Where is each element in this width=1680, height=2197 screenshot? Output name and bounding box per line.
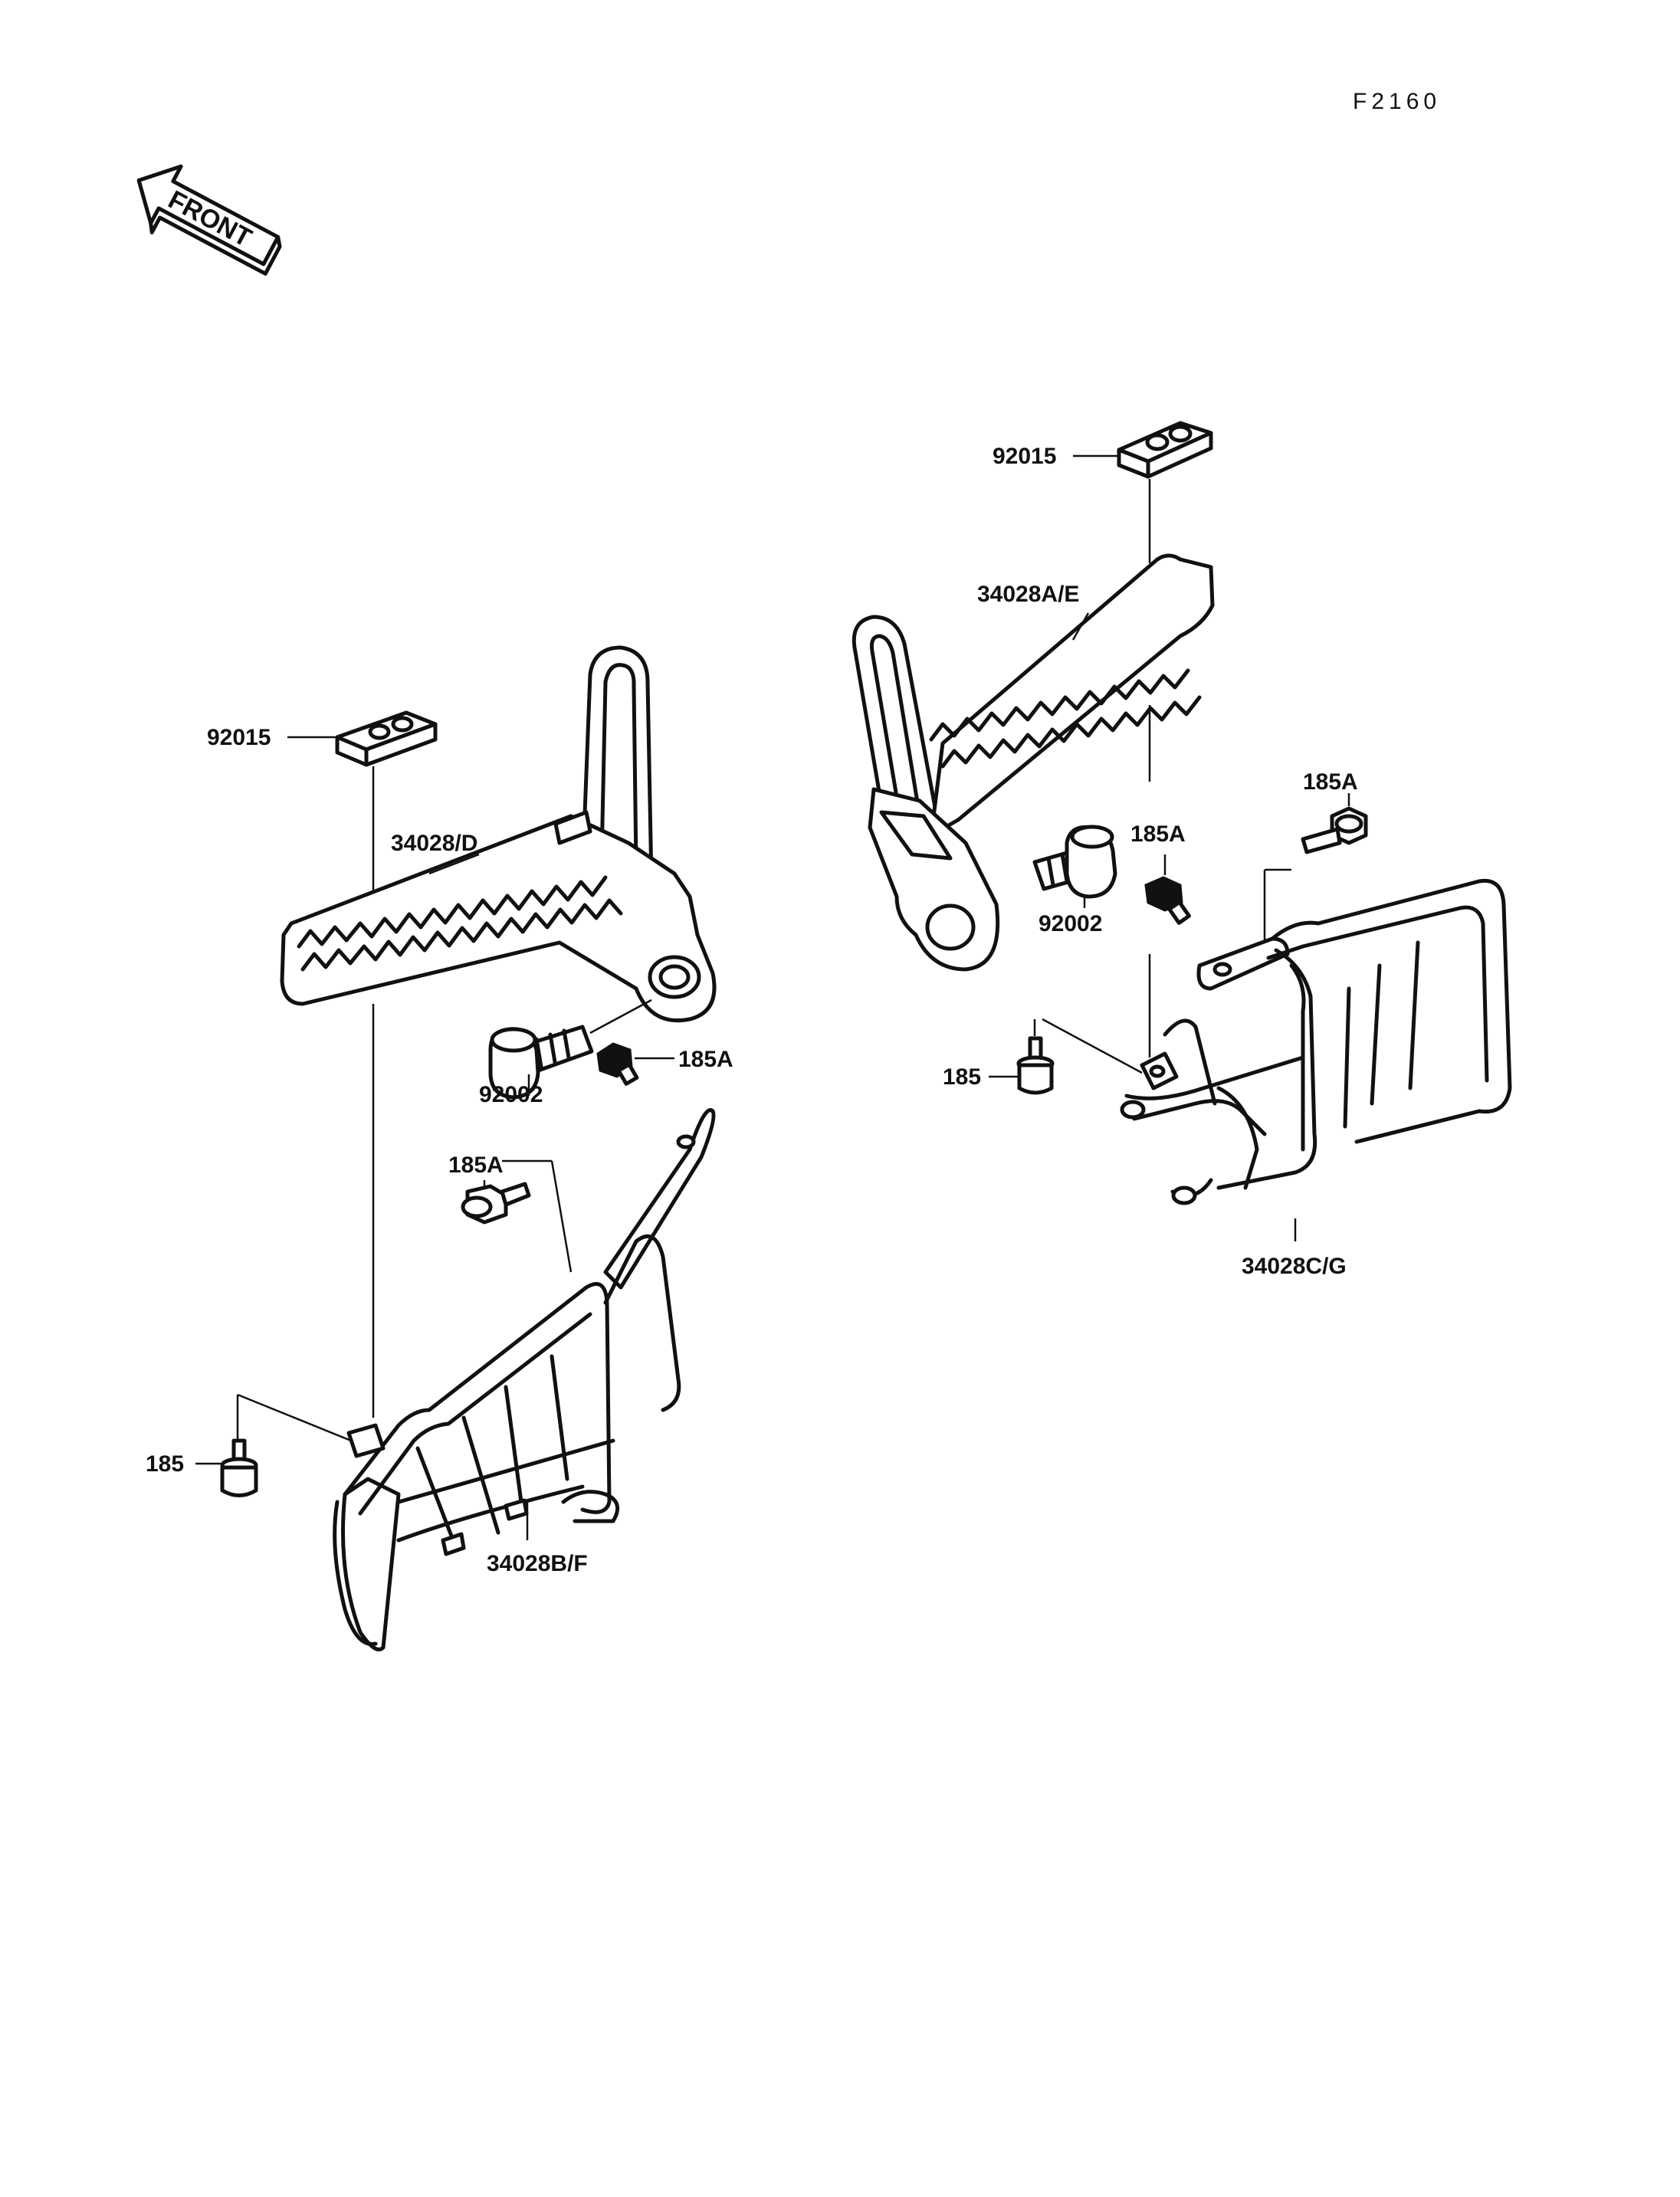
left-bolt-185A-lower-icon: [461, 1182, 531, 1225]
right-bolt-185A-lower-icon: [1144, 876, 1191, 925]
right-label-185A-lower: 185A: [1130, 821, 1186, 847]
right-label-92002: 92002: [1039, 911, 1102, 936]
right-label-185A-upper: 185A: [1303, 769, 1358, 795]
right-rubber-pad-icon: [1117, 421, 1213, 479]
left-bracket-icon: [333, 1108, 716, 1651]
right-bolt-185-icon: [1016, 1036, 1055, 1095]
left-label-34028D: 34028/D: [391, 831, 477, 856]
left-bolt-185-icon: [220, 1438, 258, 1497]
left-label-92015: 92015: [207, 725, 271, 750]
right-footpeg-icon: [851, 553, 1215, 972]
right-bolt-185A-upper-icon: [1301, 806, 1368, 854]
left-label-34028BF: 34028B/F: [487, 1551, 588, 1576]
left-bolt-185A-upper-icon: [596, 1042, 639, 1086]
right-label-185: 185: [943, 1064, 981, 1090]
figure-code: F2160: [1353, 89, 1441, 114]
left-label-185: 185: [146, 1451, 184, 1477]
front-arrow-icon: FRONT: [136, 164, 282, 276]
right-bolt-92002-icon: [1032, 825, 1117, 899]
right-bracket-icon: [1120, 878, 1512, 1205]
left-label-185A-lower: 185A: [448, 1153, 504, 1178]
left-rubber-pad-icon: [335, 710, 438, 767]
left-bolt-92002-icon: [488, 1025, 594, 1100]
left-label-92002: 92002: [479, 1082, 543, 1107]
right-label-34028AE: 34028A/E: [977, 582, 1079, 607]
left-footpeg-icon: [280, 645, 717, 1023]
left-label-185A-upper: 185A: [678, 1047, 733, 1072]
right-label-92015: 92015: [993, 444, 1056, 469]
right-label-34028CG: 34028C/G: [1242, 1254, 1347, 1279]
